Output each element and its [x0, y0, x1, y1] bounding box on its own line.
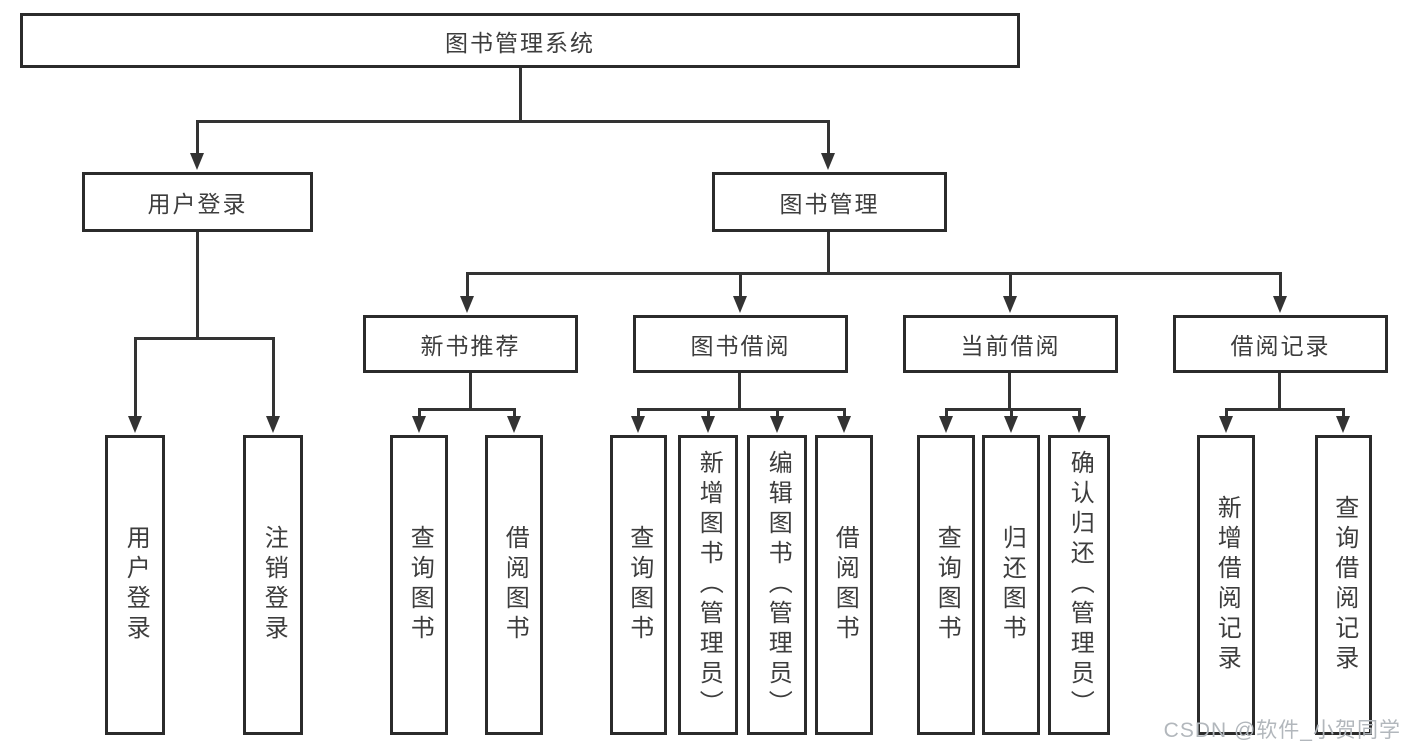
connector-bb-leaf2-drop [706, 408, 710, 418]
connector-book-borrow-hline [636, 408, 846, 411]
connector-root-hline [195, 120, 830, 123]
connector-user-login-stem [195, 232, 199, 340]
connector-cb-leaf3-drop [1077, 408, 1081, 418]
arrow-to-cb-return-book [1004, 416, 1018, 433]
connector-bb-leaf3-drop [775, 408, 779, 418]
csdn-watermark: CSDN @软件_小贺同学 [1163, 719, 1401, 742]
arrow-to-bb-borrow-book [837, 416, 851, 433]
leaf-cb-query-book-label: 查询图书 [933, 525, 961, 645]
connector-book-management-stem [826, 232, 830, 275]
leaf-nb-query-book: 查询图书 [390, 435, 448, 735]
leaf-cb-return-book-label: 归还图书 [998, 525, 1026, 645]
leaf-cb-confirm-return-admin: 确认归还（管理员） [1048, 435, 1110, 735]
leaf-logout-label: 注销登录 [260, 525, 288, 645]
leaf-nb-borrow-book: 借阅图书 [485, 435, 543, 735]
leaf-bb-add-book-admin: 新增图书（管理员） [678, 435, 738, 735]
leaf-cb-return-book: 归还图书 [982, 435, 1040, 735]
arrow-to-book-management [821, 153, 835, 170]
connector-leaf-user-login-drop [133, 337, 137, 418]
arrow-to-borrow-records [1273, 296, 1287, 313]
leaf-bb-query-book: 查询图书 [610, 435, 667, 735]
arrow-to-new-book-recommend [460, 296, 474, 313]
connector-book-management-hline [465, 272, 1282, 275]
connector-root-stem [518, 68, 522, 123]
arrow-to-cb-query-book [939, 416, 953, 433]
leaf-cb-confirm-return-admin-label: 确认归还（管理员） [1066, 450, 1094, 720]
leaf-bb-edit-book-admin-label: 编辑图书（管理员） [764, 450, 792, 720]
arrow-to-leaf-logout [266, 416, 280, 433]
arrow-to-nb-borrow-book [507, 416, 521, 433]
arrow-to-current-borrow [1003, 296, 1017, 313]
leaf-cb-query-book: 查询图书 [917, 435, 975, 735]
arrow-to-bb-query-book [631, 416, 645, 433]
connector-borrow-records-stem [1277, 373, 1281, 411]
node-book-borrow: 图书借阅 [633, 315, 848, 373]
connector-bb-leaf1-drop [636, 408, 640, 418]
connector-nb-leaf1-drop [417, 408, 421, 418]
leaf-bb-query-book-label: 查询图书 [625, 525, 653, 645]
leaf-br-add-record-label: 新增借阅记录 [1213, 495, 1241, 675]
connector-cb-leaf2-drop [1009, 408, 1013, 418]
arrow-to-bb-add-book [701, 416, 715, 433]
arrow-to-leaf-user-login [128, 416, 142, 433]
leaf-br-add-record: 新增借阅记录 [1197, 435, 1255, 735]
connector-new-book-hline [417, 408, 516, 411]
leaf-br-query-record: 查询借阅记录 [1315, 435, 1372, 735]
leaf-logout: 注销登录 [243, 435, 303, 735]
leaf-nb-query-book-label: 查询图书 [406, 525, 434, 645]
connector-current-borrow-hline [944, 408, 1081, 411]
connector-current-borrow-stem [1007, 373, 1011, 411]
connector-bb-leaf4-drop [842, 408, 846, 418]
connector-new-book-drop [465, 272, 469, 299]
leaf-user-login-label: 用户登录 [122, 525, 150, 645]
leaf-user-login: 用户登录 [105, 435, 165, 735]
connector-nb-leaf2-drop [512, 408, 516, 418]
connector-new-book-stem [469, 373, 472, 411]
connector-cb-leaf1-drop [944, 408, 948, 418]
leaf-br-query-record-label: 查询借阅记录 [1330, 495, 1358, 675]
connector-user-login-drop [195, 120, 199, 156]
node-user-login: 用户登录 [82, 172, 313, 232]
node-borrow-records: 借阅记录 [1173, 315, 1388, 373]
connector-book-borrow-stem [737, 373, 741, 411]
node-book-management: 图书管理 [712, 172, 947, 232]
node-new-book-recommend: 新书推荐 [363, 315, 578, 373]
connector-br-leaf2-drop [1341, 408, 1345, 418]
connector-user-login-hline [133, 337, 275, 340]
leaf-bb-borrow-book-label: 借阅图书 [831, 525, 859, 645]
arrow-to-nb-query-book [412, 416, 426, 433]
node-root: 图书管理系统 [20, 13, 1020, 68]
leaf-nb-borrow-book-label: 借阅图书 [501, 525, 529, 645]
arrow-to-book-borrow [733, 296, 747, 313]
connector-borrow-records-hline [1224, 408, 1345, 411]
leaf-bb-add-book-admin-label: 新增图书（管理员） [695, 450, 723, 720]
connector-borrow-records-drop [1278, 272, 1282, 299]
arrow-to-user-login [190, 153, 204, 170]
node-current-borrow: 当前借阅 [903, 315, 1118, 373]
arrow-to-br-add-record [1219, 416, 1233, 433]
leaf-bb-borrow-book: 借阅图书 [815, 435, 873, 735]
arrow-to-cb-confirm-return [1072, 416, 1086, 433]
arrow-to-br-query-record [1336, 416, 1350, 433]
connector-book-management-drop [826, 120, 830, 156]
connector-leaf-logout-drop [271, 337, 275, 418]
arrow-to-bb-edit-book [770, 416, 784, 433]
connector-current-borrow-drop [1008, 272, 1012, 299]
leaf-bb-edit-book-admin: 编辑图书（管理员） [747, 435, 807, 735]
connector-br-leaf1-drop [1224, 408, 1228, 418]
connector-book-borrow-drop [738, 272, 742, 299]
